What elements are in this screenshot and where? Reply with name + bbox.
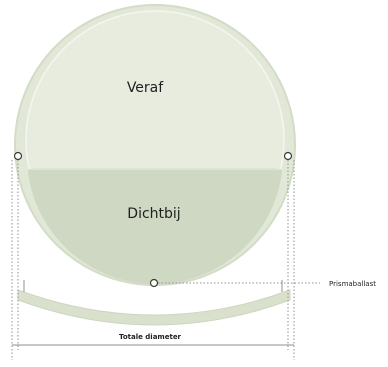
lens-edge-profile (17, 289, 291, 326)
prism-ballast-label: Prismaballast (329, 280, 376, 288)
near-zone-label: Dichtbij (127, 206, 180, 222)
far-zone-label: Veraf (127, 80, 164, 96)
prism-ballast-marker (149, 278, 159, 288)
marker-left (13, 151, 23, 161)
marker-right (283, 151, 293, 161)
total-diameter-label: Totale diameter (119, 333, 182, 341)
near-zone (28, 168, 282, 285)
